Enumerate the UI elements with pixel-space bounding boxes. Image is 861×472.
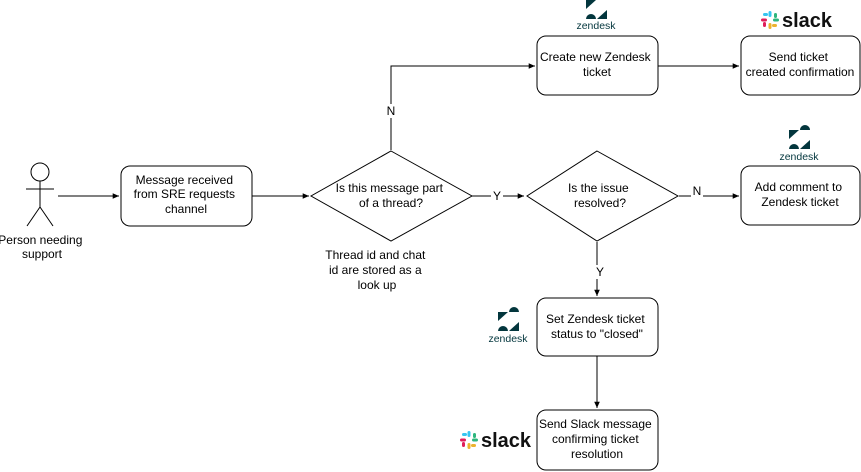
zendesk-logo: zendesk: [576, 0, 616, 32]
decision-is-resolved[interactable]: [526, 150, 680, 242]
node-set-closed[interactable]: [536, 297, 659, 357]
decision-is-resolved-label: Is the issue resolved?: [568, 181, 632, 210]
svg-text:zendesk: zendesk: [576, 20, 616, 32]
decision-is-thread-label: Is this message part of a thread?: [336, 181, 447, 210]
svg-text:slack: slack: [782, 10, 833, 32]
node-add-comment[interactable]: [740, 165, 861, 226]
zendesk-logo: zendesk: [779, 125, 819, 163]
node-create-ticket-label: Create new Zendesk ticket: [540, 50, 654, 79]
slack-logo: slack: [761, 10, 833, 32]
node-create-ticket[interactable]: [536, 35, 659, 96]
edge-thread-no: [390, 63, 535, 150]
node-send-confirmation-label: Send ticket created confirmation: [746, 50, 855, 79]
note-thread-lookup: Thread id and chat id are stored as a lo…: [325, 248, 428, 292]
slack-logo: slack: [460, 430, 532, 452]
node-set-closed-label: Set Zendesk ticket status to "closed": [546, 312, 648, 341]
node-send-resolution[interactable]: [536, 409, 659, 471]
zendesk-logo: zendesk: [488, 307, 528, 345]
actor-label: Person needing support: [0, 233, 86, 261]
svg-text:slack: slack: [481, 430, 532, 452]
node-message-received-label: Message received from SRE requests chann…: [134, 173, 239, 216]
edge-label-no: N: [693, 184, 702, 198]
svg-text:zendesk: zendesk: [779, 151, 819, 163]
edge-label-yes: Y: [493, 189, 501, 203]
node-send-resolution-label: Send Slack message confirming ticket res…: [539, 417, 655, 461]
edge-label-no: N: [387, 104, 396, 118]
decision-is-thread[interactable]: [309, 150, 474, 242]
svg-text:zendesk: zendesk: [488, 333, 528, 345]
node-message-received[interactable]: [120, 165, 253, 227]
edge-label-yes: Y: [596, 265, 604, 279]
node-add-comment-label: Add comment to Zendesk ticket: [755, 180, 846, 209]
node-send-confirmation[interactable]: [740, 35, 861, 96]
person-actor: [26, 162, 54, 227]
